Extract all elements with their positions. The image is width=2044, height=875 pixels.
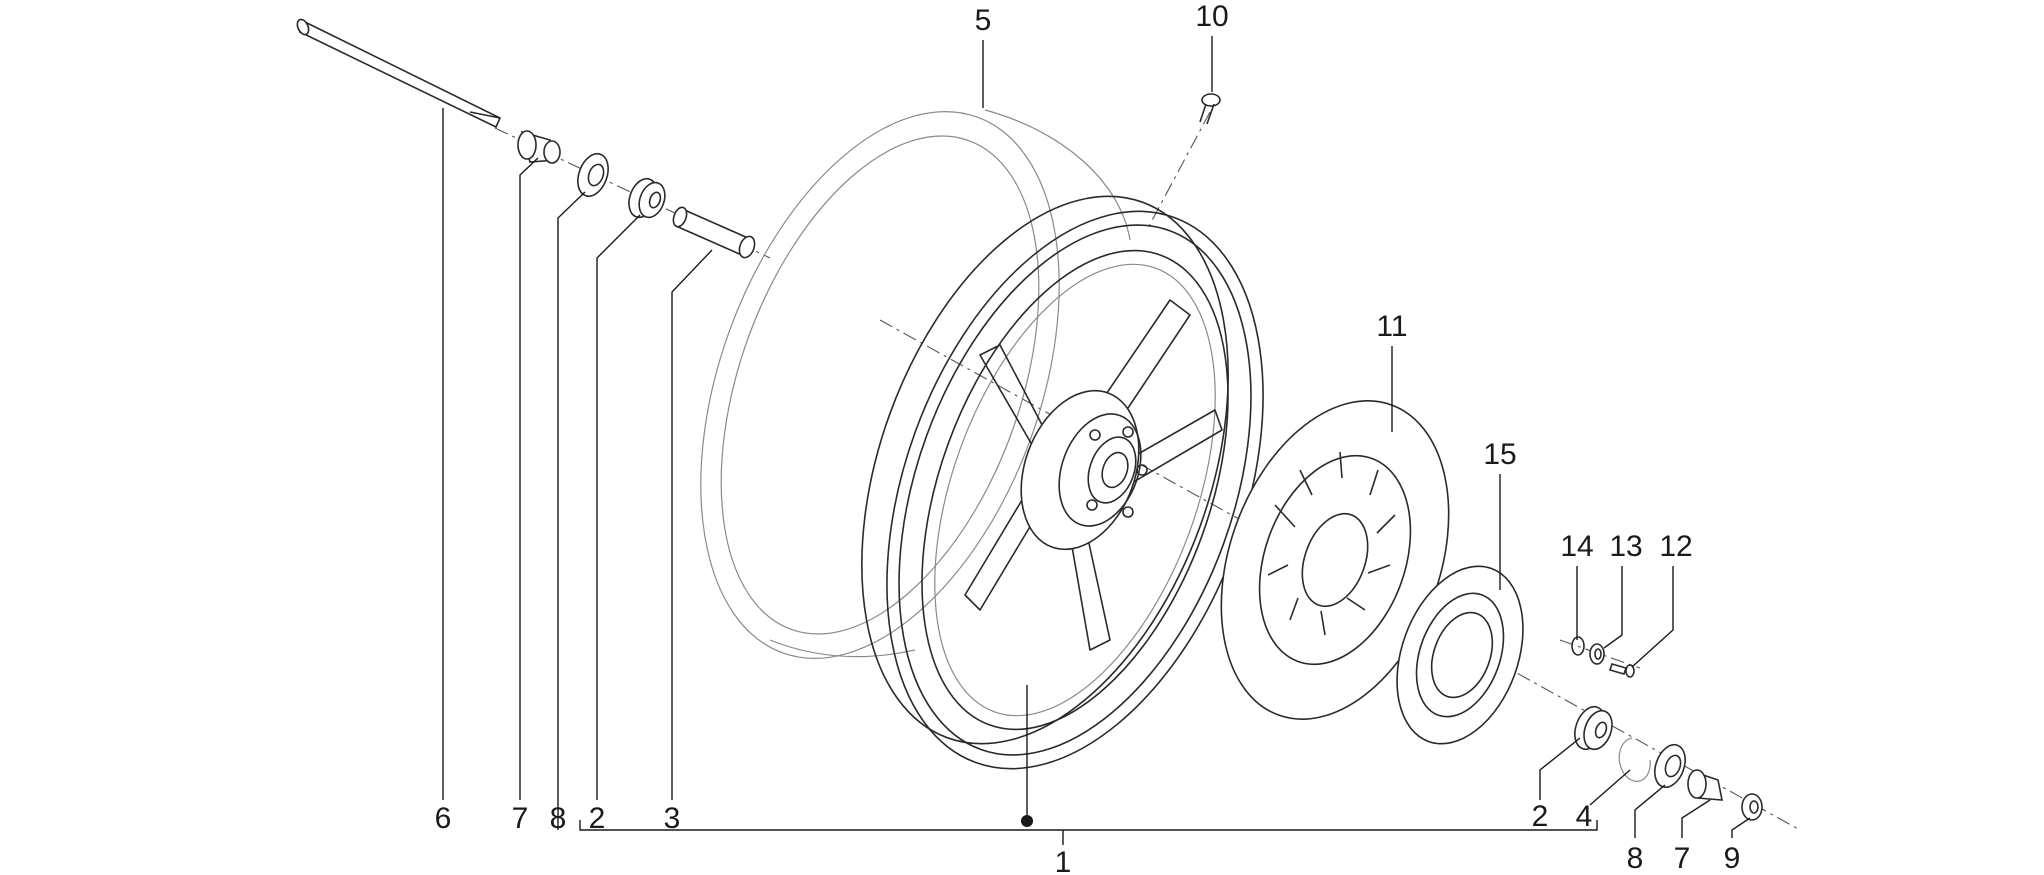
left-bearing [628,177,666,219]
wheel-rim [861,195,1264,770]
washer-14 [1571,636,1585,656]
callout-12: 12 [1659,530,1692,563]
washer-13 [1589,643,1605,665]
callout-15: 15 [1483,438,1516,471]
callout-2-right: 2 [1532,800,1549,833]
callout-11: 11 [1376,310,1407,343]
brake-disc [1220,400,1450,720]
callout-4: 4 [1576,800,1593,833]
callout-1: 1 [1055,846,1072,875]
callout-6: 6 [435,802,452,835]
bolt-12 [1608,663,1635,678]
spacer-tube [672,206,756,259]
leader-lines [442,36,1751,845]
callout-10: 10 [1195,0,1228,33]
right-washer [1654,743,1686,789]
callout-14: 14 [1560,530,1593,563]
callout-7-left: 7 [512,802,529,835]
callout-2-left: 2 [589,802,606,835]
right-spacer-nut [1687,769,1723,801]
callout-8-left: 8 [550,802,567,835]
bracket-dot [1021,815,1033,827]
callout-labels: 6 7 8 2 3 5 10 11 15 14 13 12 2 4 8 7 9 … [435,0,1741,875]
abs-tone-wheel [1396,565,1524,745]
left-washer [577,152,609,198]
callout-13: 13 [1609,530,1642,563]
right-bearing [1574,705,1613,751]
tire [700,109,1131,659]
axle [296,18,502,129]
callout-3: 3 [664,802,681,835]
callout-5: 5 [975,4,992,37]
callout-9: 9 [1724,842,1741,875]
axle-nut-9 [1741,793,1763,821]
callout-7-right: 7 [1674,842,1691,875]
left-spacer-nut [517,130,561,164]
callout-8-right: 8 [1627,842,1644,875]
top-screw [1199,93,1221,125]
